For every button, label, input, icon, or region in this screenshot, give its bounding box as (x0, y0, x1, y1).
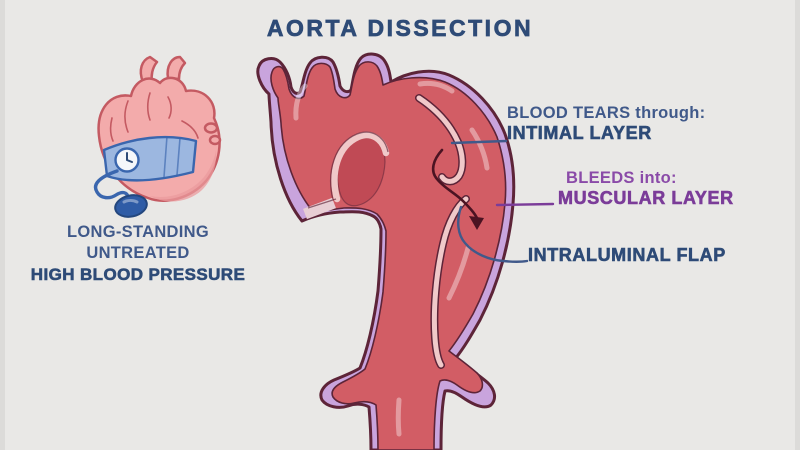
curl-intimal-lining (331, 131, 390, 203)
bulb-highlight (122, 199, 139, 204)
caption-line: HIGH BLOOD PRESSURE (30, 265, 246, 285)
heart-vessel-stub (166, 55, 187, 81)
curl-lining-edge (330, 131, 389, 201)
muscular-layer-leader-line (495, 202, 555, 207)
heart-vessel-nub (203, 122, 219, 134)
root-cut-edge-line (307, 198, 337, 209)
page-title: AORTA DISSECTION (266, 15, 534, 42)
cuff-fold-line (176, 137, 181, 176)
hypertension-caption: LONG-STANDING UNTREATED HIGH BLOOD PRESS… (22, 222, 254, 285)
bleeds-annotation: BLEEDS into: MUSCULAR LAYER (558, 169, 734, 209)
heart-texture-lines (109, 92, 199, 142)
cuff-tube (93, 169, 130, 200)
blood-tears-annotation: BLOOD TEARS through: INTIMAL LAYER (507, 104, 705, 144)
flap-annotation: INTRALUMINAL FLAP (528, 245, 726, 266)
intimal-layer-leader-line (450, 139, 508, 145)
root-cut-edge (303, 197, 336, 220)
aorta-lumen (270, 61, 507, 450)
gauge-needle (126, 152, 133, 163)
bleeds-heading: BLEEDS into: (566, 169, 677, 187)
heart-shading (150, 150, 217, 202)
heart-vessel-nub (208, 134, 222, 146)
intraluminal-flap-strip (430, 195, 470, 369)
caption-line: UNTREATED (86, 244, 190, 262)
blood-tears-heading: BLOOD TEARS through: (507, 104, 706, 122)
aorta-highlights (293, 80, 490, 437)
blood-flow-arrow-icon (431, 148, 484, 230)
right-letterbox-bar (795, 0, 800, 450)
intraluminal-flap-leader-line (457, 205, 529, 263)
left-letterbox-bar (0, 0, 5, 450)
intimal-layer-label: INTIMAL LAYER (507, 123, 652, 144)
pump-bulb-icon (114, 194, 148, 218)
muscular-layer-label: MUSCULAR LAYER (558, 188, 734, 209)
caption-line: LONG-STANDING (67, 223, 209, 241)
aorta-dissection-illustration (256, 52, 516, 450)
heart-with-blood-pressure-cuff-icon (93, 55, 222, 218)
intraluminal-flap-label: INTRALUMINAL FLAP (528, 245, 726, 266)
cuff-fold-line (163, 135, 168, 178)
intimal-layer-strip (415, 94, 467, 186)
